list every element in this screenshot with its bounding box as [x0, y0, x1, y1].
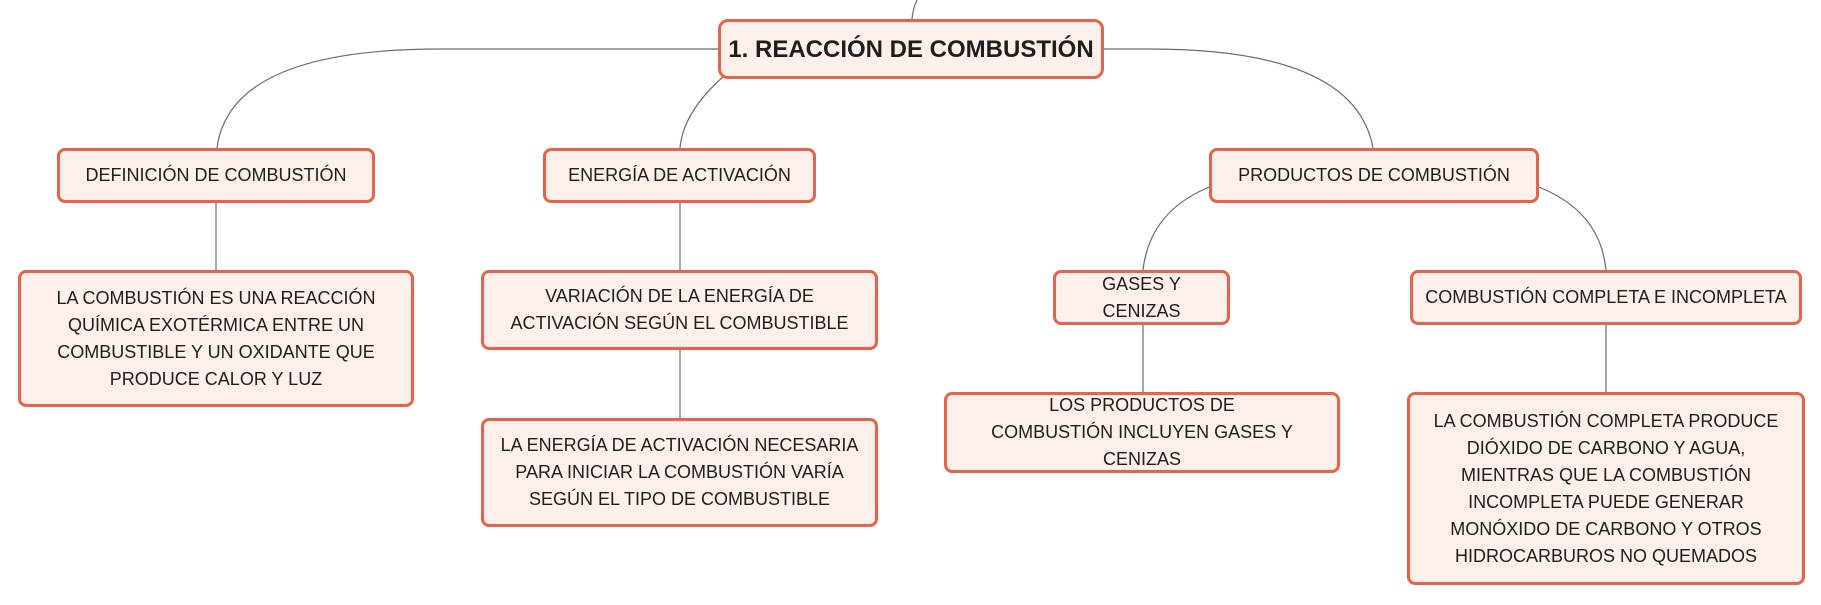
subtopic-gases-cenizas[interactable]: GASES Y CENIZAS — [1053, 270, 1230, 325]
connector-root-definicion — [216, 48, 718, 149]
connector-productos-completa — [1535, 185, 1607, 271]
connector-parent-root — [911, 0, 918, 20]
detail-completa-text: LA COMBUSTIÓN COMPLETA PRODUCE DIÓXIDO D… — [1433, 410, 1779, 566]
topic-energia-activacion[interactable]: ENERGÍA DE ACTIVACIÓN — [543, 148, 816, 203]
connector-root-energia — [679, 75, 725, 149]
detail-gases[interactable]: LOS PRODUCTOS DE COMBUSTIÓN INCLUYEN GAS… — [944, 392, 1340, 473]
detail-variacion[interactable]: VARIACIÓN DE LA ENERGÍA DE ACTIVACIÓN SE… — [481, 270, 878, 350]
subtopic-completa-label: COMBUSTIÓN COMPLETA E INCOMPLETA — [1425, 287, 1787, 307]
detail-energia[interactable]: LA ENERGÍA DE ACTIVACIÓN NECESARIA PARA … — [481, 418, 878, 527]
topic-definicion-label: DEFINICIÓN DE COMBUSTIÓN — [85, 165, 347, 185]
subtopic-gases-label: GASES Y CENIZAS — [1102, 273, 1181, 321]
detail-completa[interactable]: LA COMBUSTIÓN COMPLETA PRODUCE DIÓXIDO D… — [1407, 392, 1805, 585]
root-node[interactable]: 1. REACCIÓN DE COMBUSTIÓN — [718, 19, 1104, 79]
detail-energia-text: LA ENERGÍA DE ACTIVACIÓN NECESARIA PARA … — [500, 435, 859, 509]
detail-variacion-text: VARIACIÓN DE LA ENERGÍA DE ACTIVACIÓN SE… — [510, 286, 849, 333]
root-node-label: 1. REACCIÓN DE COMBUSTIÓN — [728, 35, 1094, 63]
connector-productos-gases — [1142, 185, 1213, 271]
detail-definicion-text: LA COMBUSTIÓN ES UNA REACCIÓN QUÍMICA EX… — [56, 287, 376, 389]
subtopic-combustion-completa[interactable]: COMBUSTIÓN COMPLETA E INCOMPLETA — [1410, 270, 1802, 325]
topic-productos-label: PRODUCTOS DE COMBUSTIÓN — [1238, 165, 1510, 185]
connector-root-productos — [1103, 48, 1374, 149]
topic-productos-combustion[interactable]: PRODUCTOS DE COMBUSTIÓN — [1209, 148, 1539, 203]
topic-energia-label: ENERGÍA DE ACTIVACIÓN — [568, 165, 791, 185]
detail-gases-text: LOS PRODUCTOS DE COMBUSTIÓN INCLUYEN GAS… — [991, 395, 1293, 469]
detail-definicion[interactable]: LA COMBUSTIÓN ES UNA REACCIÓN QUÍMICA EX… — [18, 270, 414, 407]
topic-definicion-combustion[interactable]: DEFINICIÓN DE COMBUSTIÓN — [57, 148, 375, 203]
